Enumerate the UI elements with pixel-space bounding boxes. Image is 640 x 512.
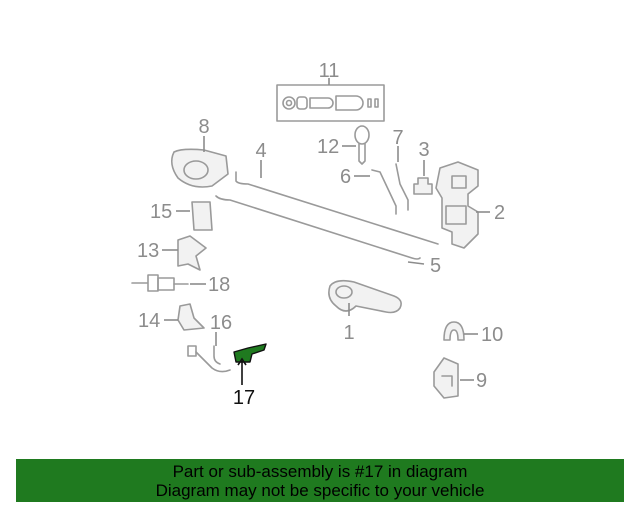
label-4: 4 xyxy=(255,140,266,162)
label-15: 15 xyxy=(150,201,172,223)
label-9: 9 xyxy=(476,370,487,392)
label-10: 10 xyxy=(481,324,503,346)
part-1-outside-handle[interactable] xyxy=(328,279,402,314)
info-banner: Part or sub-assembly is #17 in diagram D… xyxy=(16,459,624,502)
label-18: 18 xyxy=(208,274,230,296)
part-16-wire-harness[interactable] xyxy=(187,345,231,373)
label-1: 1 xyxy=(343,322,354,344)
label-2: 2 xyxy=(494,202,505,224)
arrow-17-icon xyxy=(237,357,247,366)
part-18-rod[interactable] xyxy=(131,274,189,292)
label-5: 5 xyxy=(430,255,441,277)
part-14-bracket[interactable] xyxy=(177,303,205,331)
part-9-striker[interactable] xyxy=(433,357,459,399)
part-11-lock-cylinder-set[interactable] xyxy=(276,84,385,122)
part-6-link-rod[interactable] xyxy=(371,169,397,215)
part-10-bumper[interactable] xyxy=(443,321,465,341)
banner-line-1: Part or sub-assembly is #17 in diagram xyxy=(172,462,468,481)
part-8-handle-bezel[interactable] xyxy=(170,148,229,188)
label-11: 11 xyxy=(319,60,340,82)
part-12-key[interactable] xyxy=(354,125,370,165)
label-7: 7 xyxy=(392,127,403,149)
part-15-bracket[interactable] xyxy=(191,201,213,231)
part-7-link-rod[interactable] xyxy=(395,163,409,211)
banner-line-2: Diagram may not be specific to your vehi… xyxy=(155,481,485,500)
part-5-rod[interactable] xyxy=(215,195,421,260)
part-3-clip[interactable] xyxy=(413,177,433,195)
label-12: 12 xyxy=(317,136,339,158)
label-14: 14 xyxy=(138,310,160,332)
part-2-door-lock[interactable] xyxy=(435,161,479,249)
label-3: 3 xyxy=(418,139,429,161)
label-16: 16 xyxy=(210,312,232,334)
leader-5 xyxy=(407,261,425,265)
label-13: 13 xyxy=(137,240,159,262)
label-6: 6 xyxy=(340,166,351,188)
label-8: 8 xyxy=(198,116,209,138)
part-4-rod[interactable] xyxy=(235,171,439,245)
part-13-plate[interactable] xyxy=(177,235,207,271)
label-17: 17 xyxy=(233,387,255,409)
part-17-highlighted[interactable] xyxy=(233,343,267,363)
